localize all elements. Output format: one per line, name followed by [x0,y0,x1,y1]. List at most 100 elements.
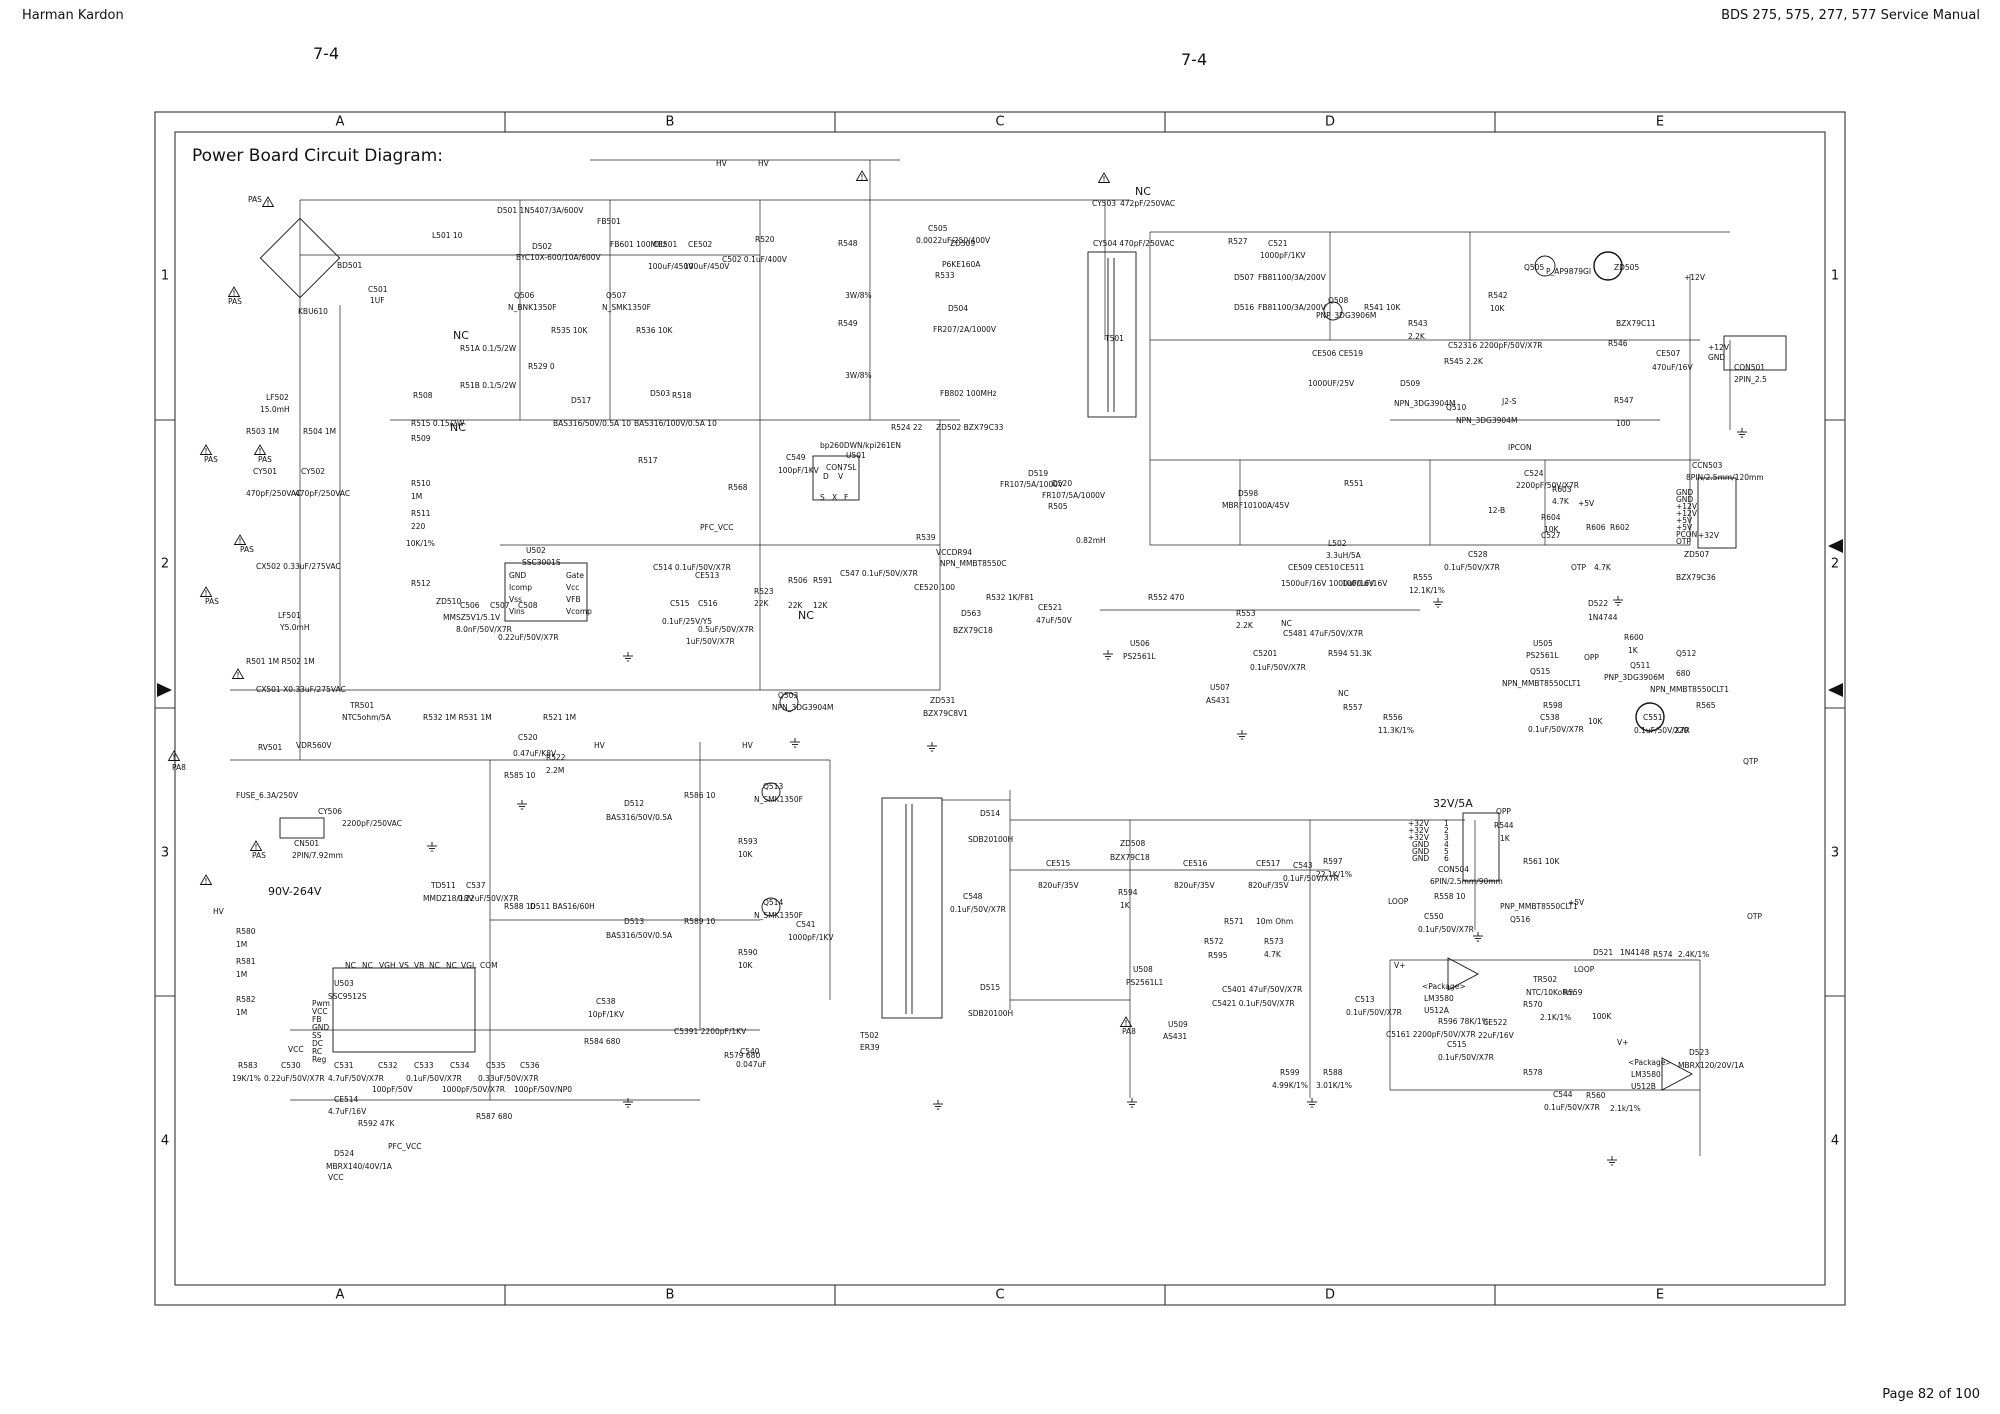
component-label: R508 [413,391,433,400]
component-label: Vins [509,607,525,616]
component-label: Q506 [514,291,535,300]
component-label: 100pF/50V/NP0 [514,1085,573,1094]
component-label: R606 [1586,523,1606,532]
component-label: C535 [486,1061,506,1070]
component-label: SDB20100H [968,1009,1014,1018]
component-label: HV [758,159,769,168]
component-label: PAS [204,455,218,464]
component-label: R588 10 [504,902,536,911]
component-label: PS2561L [1526,651,1559,660]
component-label: C515 [1447,1040,1467,1049]
component-label: VGL [461,961,477,970]
component-label: D [823,472,829,481]
component-label: NC [345,961,356,970]
component-label: C538 [596,997,616,1006]
component-label: +32V [1408,826,1429,835]
component-label: C533 [414,1061,434,1070]
component-label: R592 47K [358,1119,395,1128]
component-label: CE521 [1038,603,1063,612]
component-label: R603 [1552,485,1572,494]
component-label: 3 [1444,833,1449,842]
component-label: 100uF/450V [648,262,694,271]
component-label: R524 22 [891,423,923,432]
component-label: 4.7uF/16V [328,1107,367,1116]
component-label: ZD510 [436,597,462,606]
component-label: R520 [755,235,775,244]
component-label: R590 [738,948,758,957]
component-label: NPN_MMBT8550CLT1 [1502,679,1581,688]
component-label: D522 [1588,599,1609,608]
component-label: 0.1uF/50V/X7R [1444,563,1500,572]
component-label: R522 [546,753,566,762]
component-label: NC [450,421,466,434]
component-label: U501 [846,451,866,460]
component-label: PNP_3DG3906M [1316,311,1377,320]
component-label: ZD531 [930,696,956,705]
component-label: RC [312,1047,323,1056]
component-label: 4.7uF/50V/X7R [328,1074,384,1083]
component-label: R586 10 [684,791,716,800]
component-label: R591 [813,576,833,585]
component-label: X [832,493,838,502]
component-label: BAS316/50V/0.5A 10 [553,419,632,428]
component-label: 5 [1444,847,1449,856]
component-label: LOOP [1388,897,1409,906]
component-label: CE501 [653,240,678,249]
component-label: OTP [1747,912,1763,921]
component-label: 470uF/16V [1652,363,1693,372]
component-label: R548 [838,239,858,248]
component-label: C508 [518,601,538,610]
component-label: C527 [1541,531,1561,540]
component-label: 10K [1490,304,1505,313]
component-label: N_SMK1350F [602,303,651,312]
component-label: Vcc [566,583,580,592]
component-label: 2PIN/7.92mm [292,851,343,860]
component-label: 0.33uF/50V/X7R [478,1074,539,1083]
component-label: Q503 [778,691,799,700]
component-label: 2PIN_2.5 [1734,375,1767,384]
component-label: R555 [1413,573,1433,582]
component-label: R568 [728,483,748,492]
component-label: 0.1uF/50V/X7R [950,905,1006,914]
component-label: CY504 470pF/250VAC [1093,239,1175,248]
component-label: +5V [1578,499,1595,508]
component-label: CE522 [1483,1018,1508,1027]
component-label: 0.1uF/50V/X7R [1544,1103,1600,1112]
component-label: 2.2K [1236,621,1253,630]
component-label: BZX79C11 [1616,319,1656,328]
grid-row-label-right: 4 [1830,1133,1840,1149]
component-label: R533 [935,271,955,280]
component-label: 1M [236,1008,248,1017]
component-label: NC [362,961,373,970]
component-label: +12V [1676,509,1697,518]
component-label: R595 [1208,951,1228,960]
component-label: N_SMK1350F [754,911,803,920]
component-label: BZX79C18 [1110,853,1150,862]
component-label: 100pF/1KV [778,466,819,475]
component-label: C5161 2200pF/50V/X7R [1386,1030,1476,1039]
grid-column-label-top: E [1655,114,1665,130]
component-label: R594 51.3K [1328,649,1372,658]
component-label: KBU610 [298,307,328,316]
component-label: PA8 [172,763,186,772]
component-label: PNP_MMBT8550CLT1 [1500,902,1578,911]
component-label: Q516 [1510,915,1531,924]
component-label: Vcomp [566,607,592,616]
component-label: CY506 [318,807,343,816]
component-label: 1M [236,940,248,949]
component-label: 12K [813,601,828,610]
component-label: 1000pF/50V/X7R [442,1085,506,1094]
component-label: R558 10 [1434,892,1466,901]
component-label: D514 [980,809,1001,818]
component-label: CE507 [1656,349,1681,358]
component-label: PAS [228,297,242,306]
component-label: QTP [1743,757,1759,766]
component-label: 8.0nF/50V/X7R [456,625,512,634]
component-label: NC [1281,619,1292,628]
component-label: PNP_3DG3906M [1604,673,1665,682]
component-label: MBRX120/20V/1A [1678,1061,1744,1070]
component-label: U503 [334,979,354,988]
component-label: SS [312,1031,322,1040]
component-label: Vss [509,595,522,604]
component-label: J2-S [1502,397,1517,406]
